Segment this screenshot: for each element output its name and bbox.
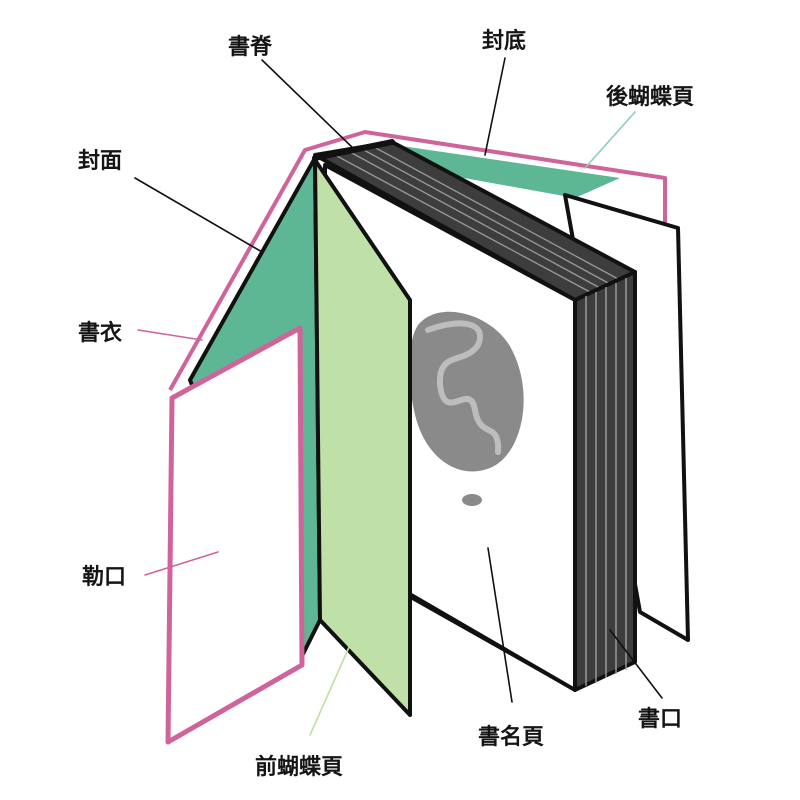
jacket-flap-shape bbox=[165, 325, 305, 745]
leader-front-cover bbox=[134, 177, 263, 253]
leader-front-endpaper bbox=[309, 644, 351, 736]
title-page-scribble bbox=[425, 320, 502, 455]
label-fore-edge: 書口 bbox=[638, 706, 682, 732]
leader-dust-jacket bbox=[137, 329, 203, 341]
label-front-cover: 封面 bbox=[78, 149, 122, 174]
dust-jacket-outline bbox=[168, 130, 667, 391]
label-spine: 書脊 bbox=[228, 34, 273, 60]
fore-edge-page-lines bbox=[585, 278, 627, 686]
leader-title-page bbox=[487, 547, 513, 703]
label-dust-jacket: 書衣 bbox=[78, 320, 122, 346]
leader-back-endpaper bbox=[584, 111, 636, 169]
leader-back-cover bbox=[484, 57, 506, 156]
leader-fore-edge bbox=[609, 629, 663, 699]
label-back-endpaper: 後蝴蝶頁 bbox=[606, 84, 694, 110]
leader-lines bbox=[134, 57, 663, 736]
label-jacket-flap: 勒口 bbox=[82, 565, 126, 590]
label-front-endpaper: 前蝴蝶頁 bbox=[255, 754, 343, 780]
title-page-dot bbox=[462, 494, 482, 506]
back-endpaper-shape bbox=[392, 145, 620, 198]
book-top-page-lines bbox=[334, 146, 621, 293]
leader-jacket-flap bbox=[144, 551, 219, 576]
leader-spine bbox=[261, 59, 356, 151]
label-back-cover: 封底 bbox=[482, 28, 526, 54]
spine-edge bbox=[312, 139, 395, 161]
front-endpaper-shape bbox=[313, 158, 412, 717]
label-title-page: 書名頁 bbox=[478, 724, 544, 750]
